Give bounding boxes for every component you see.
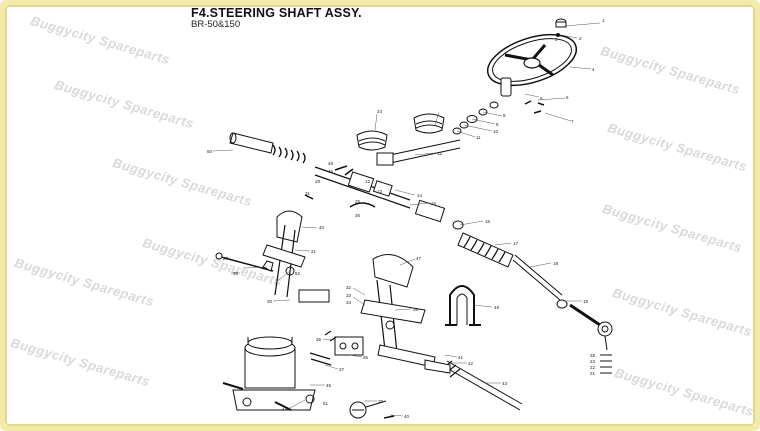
- svg-text:25: 25: [355, 199, 361, 204]
- svg-text:18: 18: [553, 261, 559, 266]
- svg-text:47: 47: [416, 256, 422, 261]
- brake-switch: [349, 400, 395, 419]
- svg-text:10: 10: [493, 129, 499, 134]
- svg-text:32: 32: [346, 285, 352, 290]
- pedal-right: [360, 254, 436, 368]
- svg-text:37: 37: [339, 367, 345, 372]
- rubber-boots: [356, 113, 445, 151]
- steering-rack: [314, 166, 464, 230]
- svg-text:21: 21: [311, 249, 317, 254]
- svg-text:46: 46: [328, 169, 334, 174]
- exploded-parts-diagram: 1 2 4 5 6 7 8 9 10 11 12 24 50 14 15 16 …: [207, 18, 613, 419]
- steering-bellows: [229, 132, 306, 164]
- svg-text:35: 35: [363, 355, 369, 360]
- tie-rod-bellows: [457, 232, 568, 309]
- svg-text:9: 9: [496, 122, 499, 127]
- page-subtitle: BR-50&150: [191, 19, 241, 30]
- svg-text:6: 6: [566, 95, 569, 100]
- tie-rod-end: [569, 303, 613, 374]
- svg-text:4: 4: [592, 67, 595, 72]
- pedal-left: [262, 210, 330, 303]
- svg-text:23: 23: [590, 359, 596, 364]
- svg-text:50: 50: [207, 149, 213, 154]
- svg-text:48: 48: [328, 161, 334, 166]
- svg-text:31: 31: [305, 191, 311, 196]
- svg-text:51: 51: [323, 401, 329, 406]
- svg-text:21: 21: [590, 371, 596, 376]
- svg-text:28: 28: [590, 353, 596, 358]
- svg-text:30: 30: [267, 299, 273, 304]
- svg-text:22: 22: [590, 365, 596, 370]
- push-rod: [424, 359, 523, 411]
- master-cylinder: [222, 336, 316, 411]
- svg-text:34: 34: [346, 300, 352, 305]
- svg-text:15: 15: [431, 201, 437, 206]
- clip-bracket: [304, 194, 376, 208]
- svg-text:17: 17: [513, 241, 519, 246]
- u-bracket: [445, 285, 481, 326]
- svg-text:7: 7: [571, 119, 574, 124]
- svg-text:26: 26: [355, 213, 361, 218]
- svg-text:40: 40: [319, 225, 325, 230]
- svg-text:33: 33: [346, 293, 352, 298]
- svg-text:20: 20: [233, 271, 239, 276]
- svg-text:24: 24: [377, 109, 383, 114]
- svg-text:8: 8: [503, 113, 506, 118]
- svg-text:36: 36: [316, 337, 322, 342]
- horn-cap: [555, 18, 567, 37]
- svg-text:42: 42: [468, 361, 474, 366]
- svg-text:1: 1: [602, 18, 605, 23]
- svg-text:12: 12: [437, 151, 443, 156]
- pivot-bracket: [309, 330, 364, 366]
- svg-text:39: 39: [378, 399, 384, 404]
- svg-text:40: 40: [404, 414, 410, 419]
- svg-text:43: 43: [502, 381, 508, 386]
- svg-text:49: 49: [494, 305, 500, 310]
- intermediate-shaft: [334, 139, 461, 176]
- svg-text:2: 2: [579, 36, 582, 41]
- steering-wheel: [486, 33, 578, 87]
- svg-text:11: 11: [476, 135, 481, 140]
- svg-text:41: 41: [458, 355, 464, 360]
- steering-column-upper: [452, 77, 545, 135]
- svg-text:29: 29: [315, 179, 321, 184]
- page-title: F4.STEERING SHAFT ASSY.: [191, 6, 362, 20]
- svg-text:13: 13: [377, 189, 383, 194]
- long-bolt: [215, 252, 274, 272]
- svg-text:5: 5: [540, 96, 543, 101]
- svg-text:16: 16: [485, 219, 491, 224]
- svg-text:52: 52: [295, 271, 301, 276]
- svg-text:14: 14: [417, 193, 423, 198]
- svg-text:3: 3: [555, 37, 558, 42]
- svg-text:38: 38: [413, 307, 419, 312]
- svg-text:19: 19: [583, 299, 589, 304]
- svg-text:45: 45: [326, 383, 332, 388]
- svg-text:27: 27: [223, 256, 229, 261]
- callout-labels: 1 2 4 5 6 7 8 9 10 11 12 24 50 14 15 16 …: [207, 18, 605, 419]
- svg-text:12: 12: [365, 179, 371, 184]
- svg-text:44: 44: [282, 407, 288, 412]
